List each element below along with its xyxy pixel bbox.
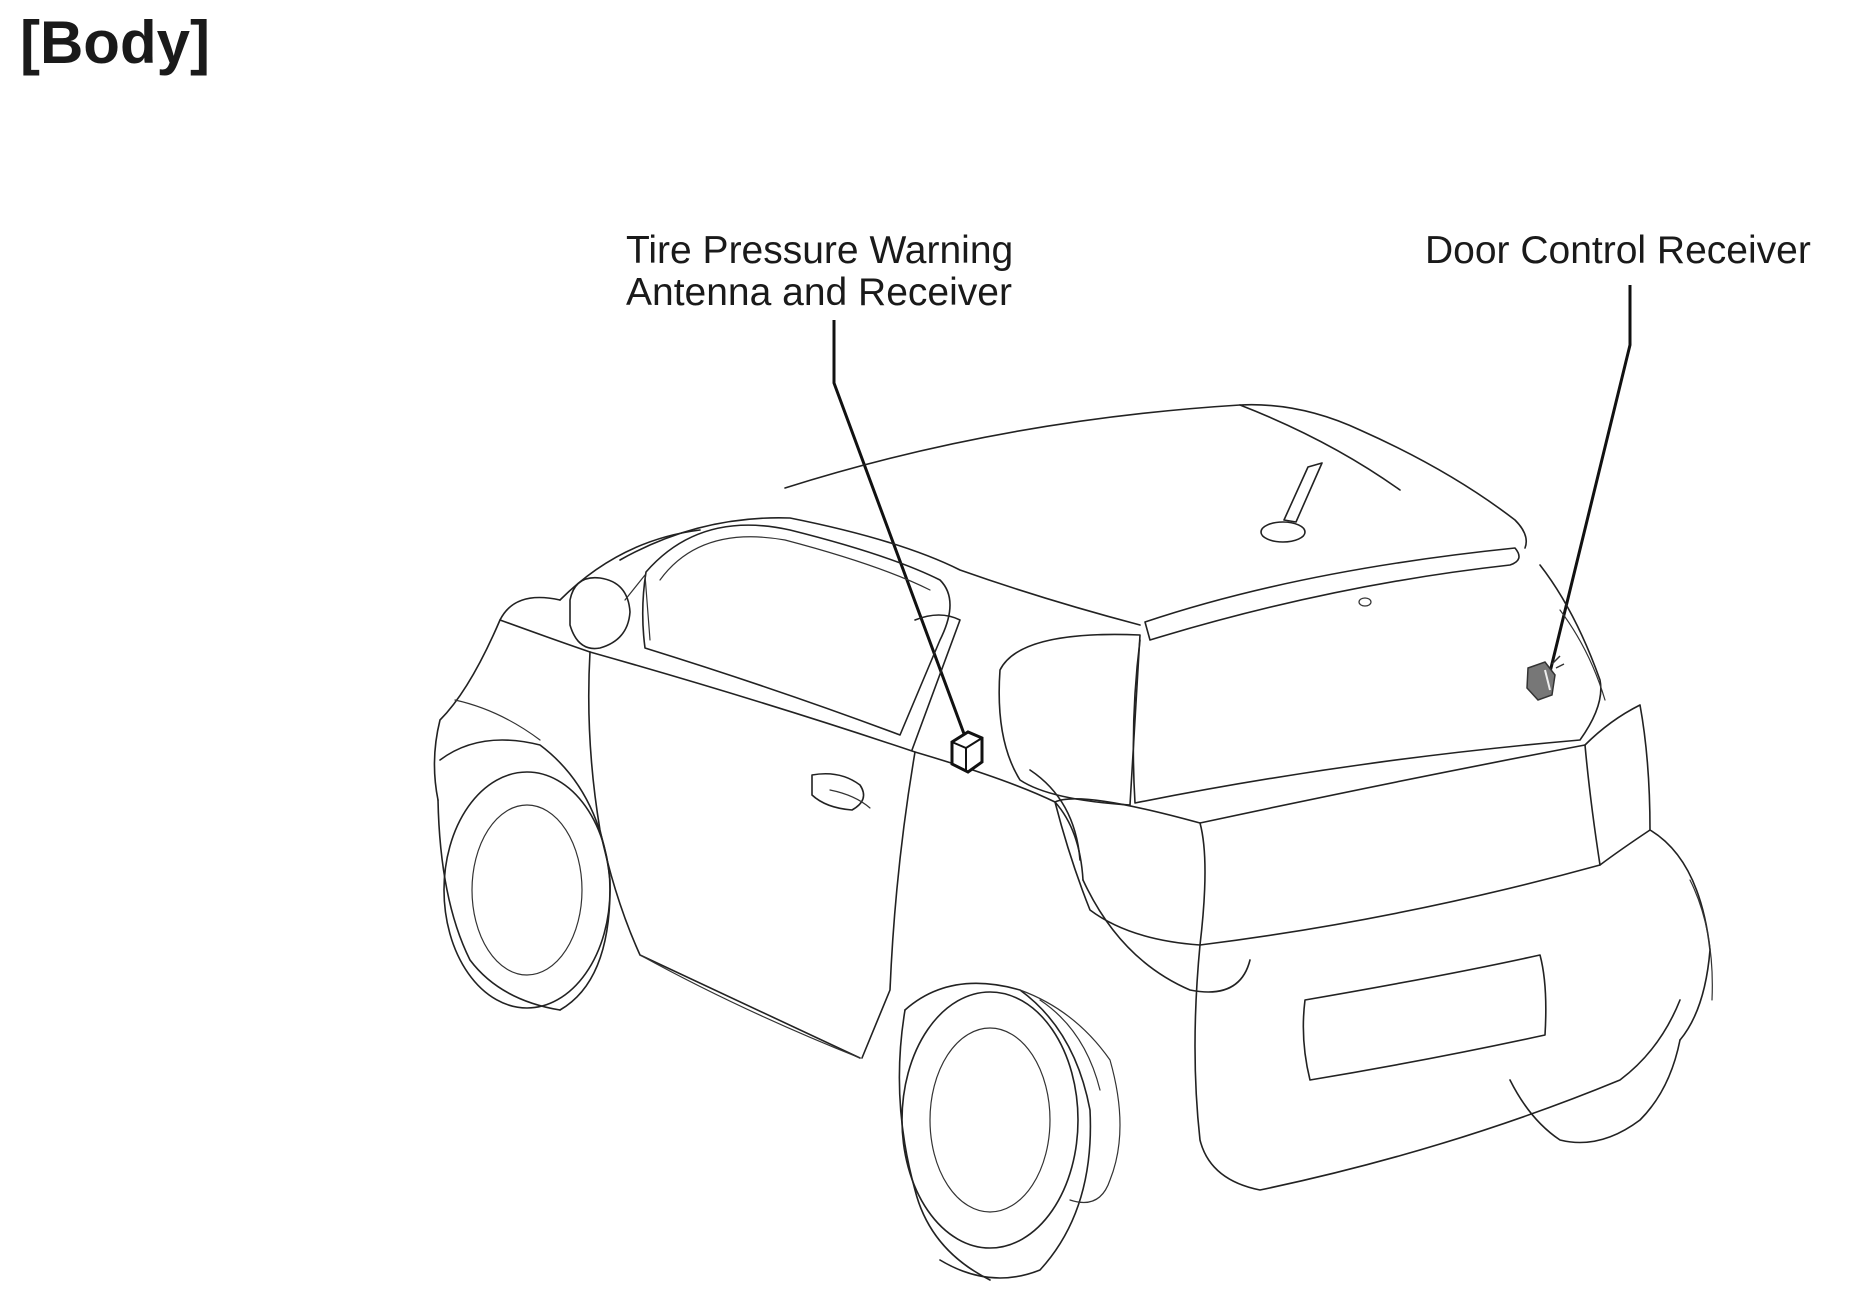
door-control-receiver-component [1526, 655, 1565, 701]
door-receiver-leader-line [1548, 285, 1632, 673]
callout-line-1: Tire Pressure Warning [626, 229, 1014, 272]
tire-pressure-warning-antenna-receiver-component [950, 730, 984, 774]
callout-door-control-receiver: Door Control Receiver [1425, 230, 1811, 272]
callout-tire-pressure-warning-antenna-receiver: Tire Pressure Warning Antenna and Receiv… [626, 230, 1013, 314]
tpms-leader-line [832, 320, 972, 751]
callout-line-2: Antenna and Receiver [626, 271, 1012, 314]
page-title: [Body] [20, 9, 210, 76]
car-outline [433, 403, 1713, 1281]
callout-line-1: Door Control Receiver [1425, 229, 1811, 272]
